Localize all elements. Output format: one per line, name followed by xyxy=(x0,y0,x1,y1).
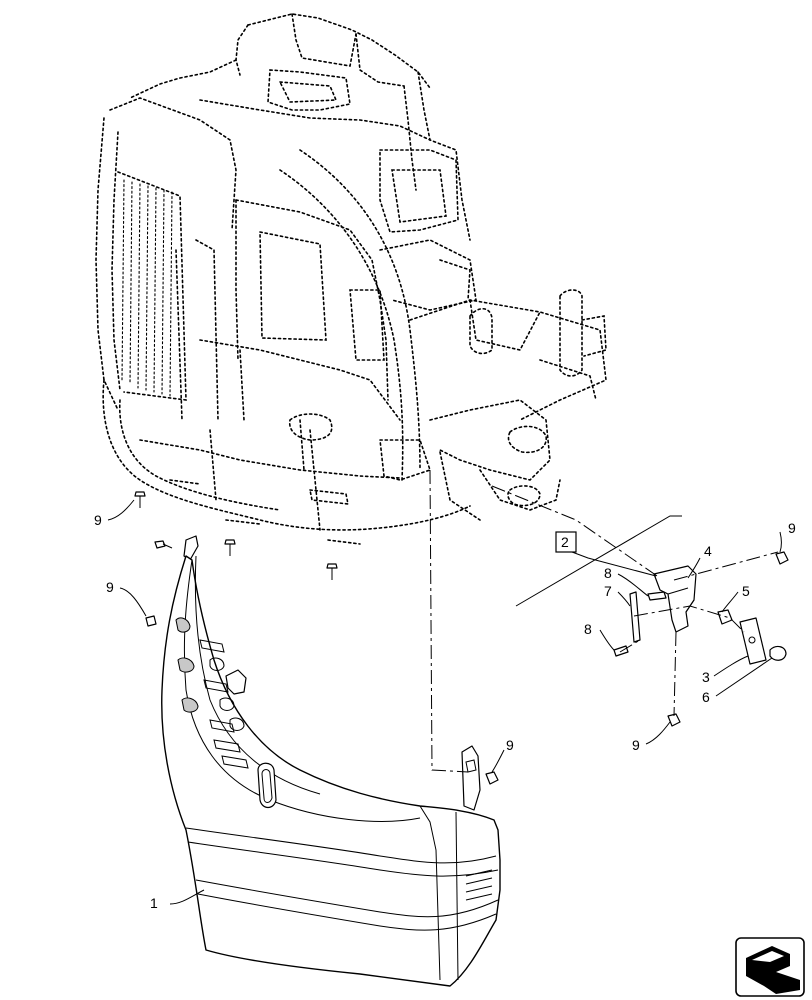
nut-9-center xyxy=(485,771,499,785)
machine-frame-phantom xyxy=(95,13,607,545)
navigation-arrow-icon[interactable] xyxy=(735,937,805,997)
callout-8-top: 8 xyxy=(604,565,612,581)
callout-2: 2 xyxy=(561,534,569,550)
leader-lines xyxy=(107,499,782,905)
callout-9-right-top: 9 xyxy=(788,520,796,536)
nut-9-left xyxy=(145,615,157,627)
bolt-side xyxy=(154,540,173,549)
callout-labels: 9 9 1 9 4 8 7 5 8 3 6 9 9 2 xyxy=(94,512,796,911)
bracket-4 xyxy=(653,565,697,633)
callout-9-left-top: 9 xyxy=(94,512,102,528)
callout-2-box xyxy=(555,531,577,553)
callout-6: 6 xyxy=(702,689,710,705)
callout-9-right-bottom: 9 xyxy=(632,737,640,753)
plate-7 xyxy=(629,591,641,643)
pin-8-top xyxy=(647,591,667,601)
callout-4: 4 xyxy=(704,543,712,559)
callout-8-bottom: 8 xyxy=(584,621,592,637)
counterweight xyxy=(161,535,501,987)
bolt-left-mid xyxy=(224,539,236,556)
fastener-6 xyxy=(769,645,787,661)
bolt-center-low xyxy=(326,563,338,580)
callout-9-left-mid: 9 xyxy=(106,579,114,595)
callout-3: 3 xyxy=(702,669,710,685)
plate-3 xyxy=(739,617,767,665)
callout-1: 1 xyxy=(150,895,158,911)
callout-9-center: 9 xyxy=(506,737,514,753)
callout-5: 5 xyxy=(742,583,750,599)
center-lines xyxy=(429,469,779,773)
bolt-left-top xyxy=(134,491,146,508)
frame-bolts xyxy=(134,491,338,580)
callout-7: 7 xyxy=(604,583,612,599)
nut-9-right-bottom xyxy=(667,713,681,727)
nut-9-right-top xyxy=(775,551,789,565)
